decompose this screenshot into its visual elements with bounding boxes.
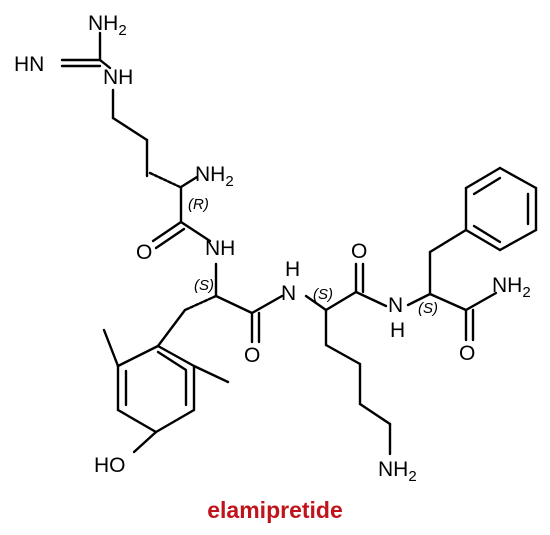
guanidine-nh-label: NH (103, 66, 133, 89)
arg-carbonyl-o-label: O (136, 241, 152, 264)
atom-labels: NH2 HN NH NH2 (R) O NH (S) O H N (S) O N… (14, 12, 531, 485)
stereo-s-lys-label: (S) (313, 286, 333, 303)
lys-side-chain-nh2-label: NH2 (378, 458, 417, 485)
dmt-carbonyl-o-label: O (244, 344, 260, 367)
stereo-r-label: (R) (188, 196, 209, 213)
compound-name-caption: elamipretide (207, 497, 343, 523)
stereo-s-phe-label: (S) (418, 300, 438, 317)
phe-carbonyl-o-label: O (459, 342, 475, 365)
stereo-s-dmt-label: (S) (194, 277, 214, 294)
amide-h-2-label: H (285, 258, 300, 281)
amide-nh-1-label: NH (205, 237, 235, 260)
guanidine-nh2-label: NH2 (88, 12, 127, 39)
arg-alpha-nh2-label: NH2 (195, 163, 234, 190)
amide-h-3-label: H (390, 319, 405, 342)
lys-carbonyl-o-label: O (351, 240, 367, 263)
bonds (60, 31, 538, 456)
guanidine-imine-hn-label: HN (14, 53, 44, 76)
amide-n-2-label: N (281, 282, 296, 305)
amide-n-3-label: N (388, 294, 403, 317)
terminal-nh2-label: NH2 (492, 274, 531, 301)
phenol-ho-label: HO (94, 454, 126, 477)
